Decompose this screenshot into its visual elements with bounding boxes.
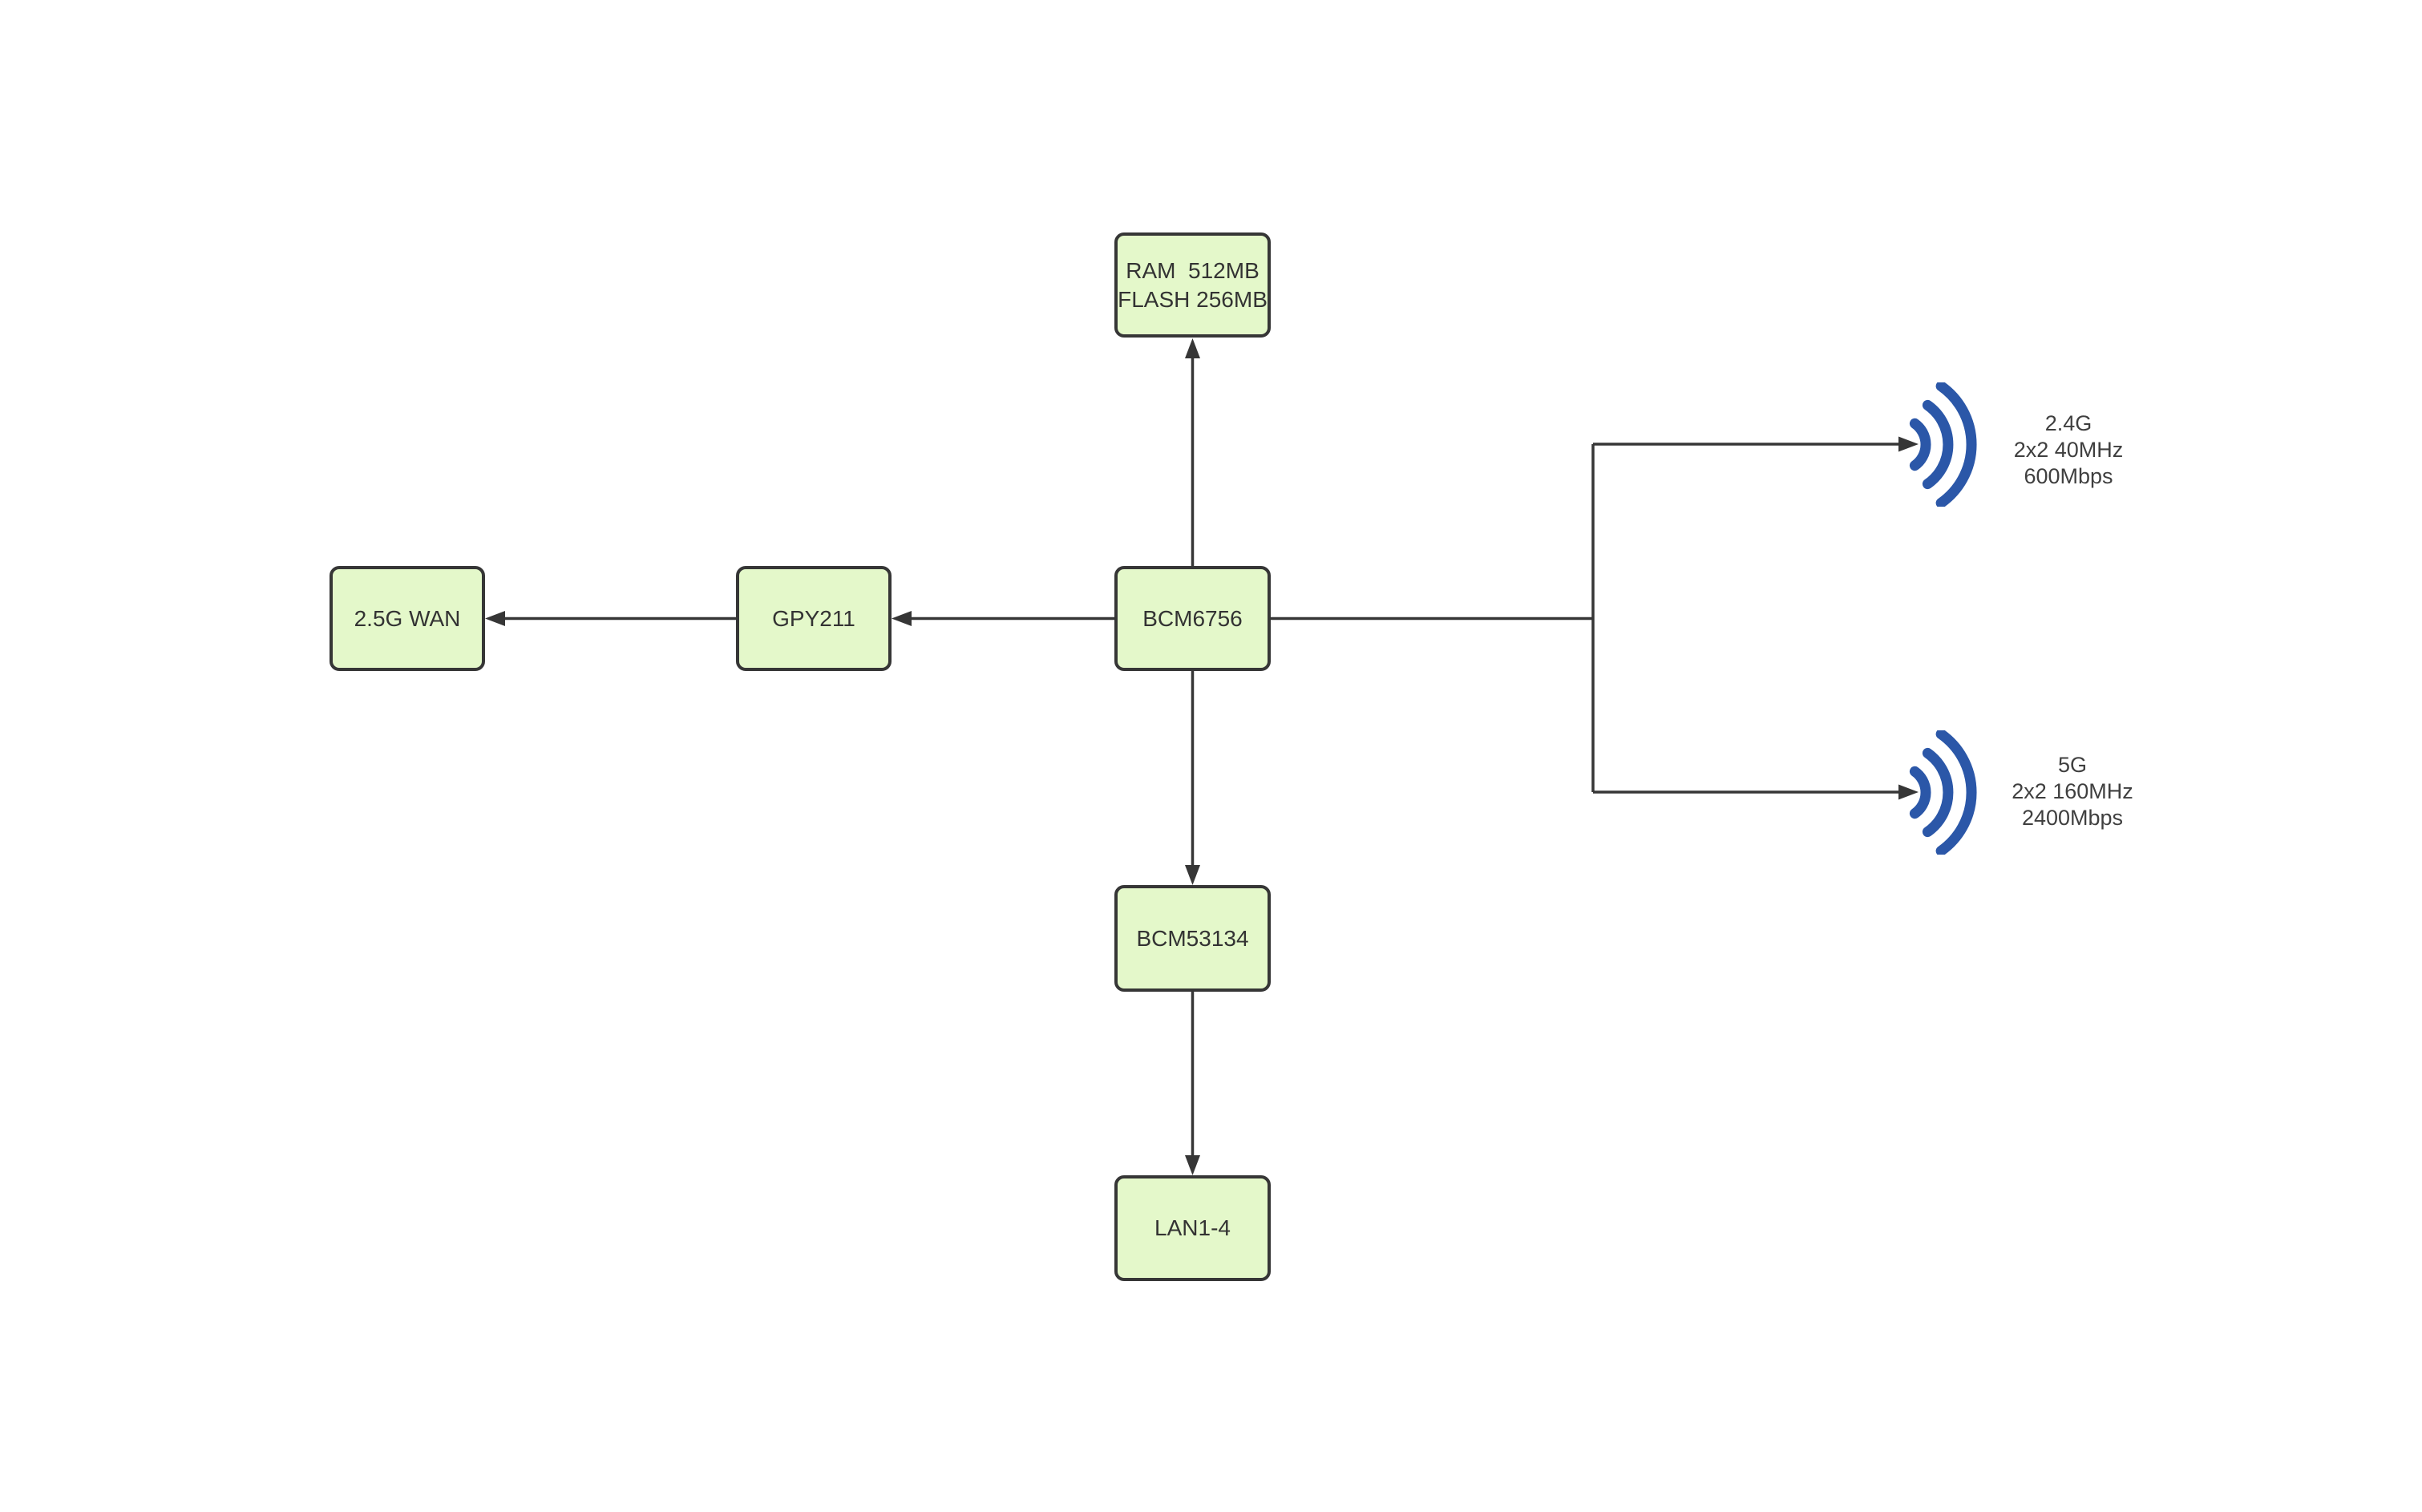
arrowhead-left-wan (485, 611, 505, 626)
radio-5g-band: 5G (2057, 753, 2088, 777)
arrowhead-right-wifi5 (1898, 784, 1919, 800)
ram-label-line1: RAM 512MB (1126, 257, 1260, 283)
node-lan: LAN1-4 (1114, 1175, 1271, 1281)
node-ram-flash: RAM 512MB FLASH 256MB (1114, 232, 1271, 338)
connector-soc-radios (1271, 443, 1899, 794)
radio-24g-band: 2.4G (2044, 411, 2092, 435)
node-gpy211: GPY211 (736, 566, 892, 671)
gpy211-label: GPY211 (772, 605, 855, 631)
lan-label: LAN1-4 (1154, 1215, 1231, 1240)
arrowhead-left-gpy (892, 611, 912, 626)
radio-5g-label: 5G 2x2 160MHz 2400Mbps (1984, 752, 2161, 831)
bcm53134-label: BCM53134 (1136, 925, 1249, 951)
node-bcm6756: BCM6756 (1114, 566, 1271, 671)
arrowhead-up-ram (1185, 338, 1200, 358)
radio-24g-config: 2x2 40MHz (2013, 438, 2124, 462)
arrowhead-down-lan (1185, 1155, 1200, 1175)
wifi-signal-icon (1909, 382, 1977, 507)
node-bcm53134: BCM53134 (1114, 885, 1271, 992)
wifi-signal-icon (1909, 730, 1977, 855)
radio-5g-config: 2x2 160MHz (2012, 779, 2133, 803)
ram-label-line2: FLASH 256MB (1118, 286, 1268, 312)
radio-24g-label: 2.4G 2x2 40MHz 600Mbps (1980, 410, 2157, 490)
wan-label: 2.5G WAN (354, 605, 461, 631)
radio-24g-rate: 600Mbps (2024, 464, 2113, 488)
radio-5g-rate: 2400Mbps (2021, 806, 2124, 830)
bcm6756-label: BCM6756 (1142, 605, 1243, 631)
arrowhead-right-wifi24 (1898, 436, 1919, 452)
node-wan: 2.5G WAN (330, 566, 485, 671)
arrowhead-down-switch (1185, 865, 1200, 885)
